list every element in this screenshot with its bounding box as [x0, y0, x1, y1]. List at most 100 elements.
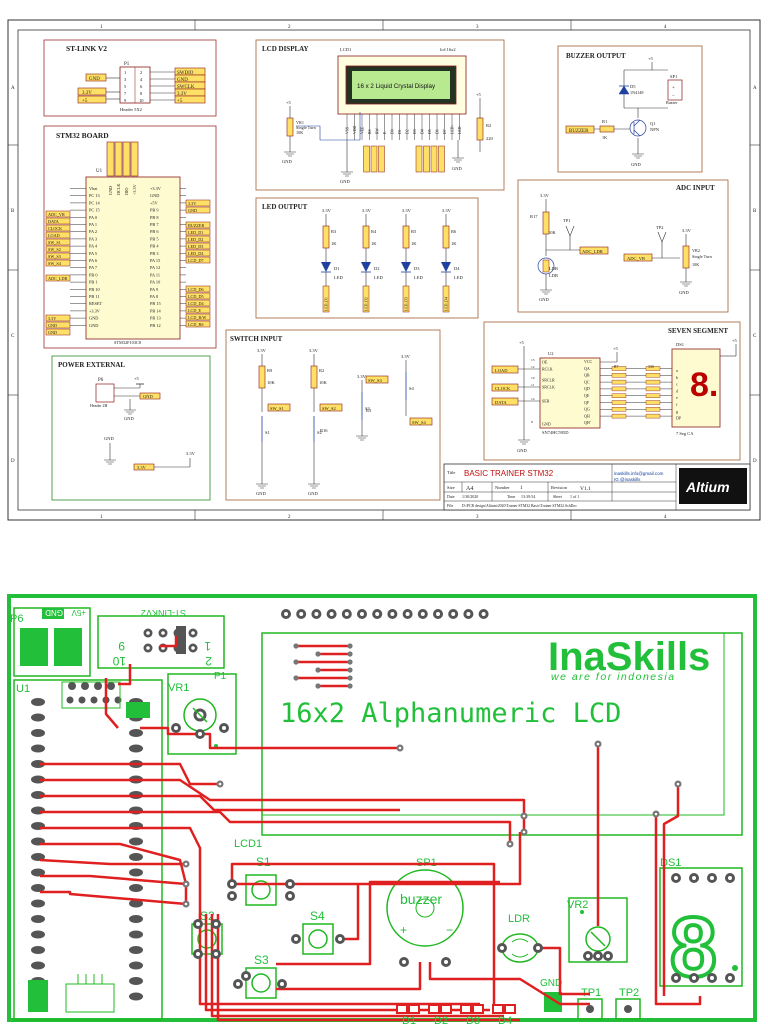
buzzer-title: BUZZER OUTPUT [566, 52, 626, 60]
power-gnd-label: GND [124, 416, 134, 421]
u1-pad-right [129, 961, 143, 970]
lcd-r2-value: 220 [486, 136, 494, 141]
adc-vr2-label: Single Turn [692, 254, 713, 259]
seven-title: SEVEN SEGMENT [668, 327, 728, 335]
power-title: POWER EXTERNAL [58, 361, 125, 369]
seven-seg-label: f [676, 402, 678, 407]
u1-pad-left [31, 915, 45, 923]
pcb-tp1: TP1 [581, 987, 601, 999]
switch-res-value: 10K [267, 380, 276, 385]
switch-s1: S1 [245, 855, 277, 906]
pcb-buzzer-plus: + [400, 923, 407, 937]
stm32-right-pin: PA 8 [150, 294, 158, 299]
stlink-pin-10: 10 [139, 98, 144, 103]
switch-supply: 3.3V [401, 354, 411, 359]
lcd-pin: VSS [346, 127, 350, 134]
pcb-vr2: VR2 [567, 899, 588, 911]
col-1-top: 1 [100, 25, 103, 30]
seven-net-load: LOAD [495, 368, 508, 373]
stm32-right-net: LCD_D6 [188, 287, 204, 292]
stm32-right-pin: GND [150, 193, 159, 198]
stm32-left-pin: GND [89, 323, 98, 328]
tb-size-label: Size [447, 485, 455, 490]
u1-pad-right [129, 853, 143, 861]
seven-segment-display [671, 348, 721, 428]
pcb-led-label: D3 [466, 1015, 480, 1024]
stm32-right-pin: PB 13 [150, 316, 161, 321]
stm32-right-net: LED_D4 [188, 251, 204, 256]
row-markers: A B C D A B C D [8, 86, 760, 464]
adc-vr2-value: 10K [692, 262, 699, 267]
led-part: LED [414, 275, 423, 280]
seven-digit-glyph: 8. [690, 366, 718, 404]
tb-contact-email: inaskills.info@gmail.com [614, 471, 664, 476]
led-res-value: 1K [411, 241, 417, 246]
p6-pad-5v [54, 628, 82, 666]
seven-supply2: +5 [613, 346, 619, 351]
pcb-led-label: D2 [434, 1015, 448, 1024]
u1-pad-left [31, 713, 45, 722]
lcd-pin: LED- [458, 125, 462, 134]
shift-register-right-pin: QF [584, 400, 590, 405]
stm32-left-net: ADC_LDR [48, 276, 68, 281]
col-1-bottom: 1 [100, 515, 103, 520]
led-part: LED [454, 275, 463, 280]
via [347, 683, 353, 689]
buzzer-net: BUZZER [569, 129, 589, 134]
led-diode: D1 [334, 266, 340, 271]
shift-register-pin-num: 14 [531, 397, 535, 401]
lcd-pin: D5 [428, 129, 432, 134]
adc-r17-value: 10K [548, 230, 557, 235]
lcd-vr1: VR1 [296, 120, 304, 125]
tb-altium-logo: Altium [685, 479, 730, 495]
shift-register-right-pin: QD [584, 386, 590, 391]
stm32-right-net: BUZZER [188, 223, 204, 228]
stlink-pin-4: 4 [140, 77, 143, 82]
buzzer-supply: +5 [648, 56, 654, 61]
u1-pad-left [31, 729, 45, 737]
via [347, 667, 353, 673]
led-supply: 3.3V [442, 208, 452, 213]
switch-title: SWITCH INPUT [230, 335, 283, 343]
pcb-ds1: DS1 [660, 857, 681, 869]
lcd-vr1-label: Single Turn [296, 125, 317, 130]
adc-supply2: 3.3V [682, 228, 692, 233]
stm32-right-pin: PB 5 [150, 236, 158, 241]
stm32-left-net: SW_S3 [48, 254, 61, 259]
stm32-chip [85, 176, 181, 340]
switch-net: SW_S1 [270, 406, 284, 411]
buzzer-r1-value: 1K [602, 135, 607, 140]
switch-res-value: 10K [319, 380, 328, 385]
column-markers: 1 2 3 4 1 2 3 4 [100, 20, 667, 520]
shift-register-right-pin: QH [584, 413, 590, 418]
adc-ldr2: LDR [549, 273, 558, 278]
stm32-left-pin: PC 14 [89, 200, 100, 205]
shift-register-left-pin: GND [542, 422, 551, 427]
pcb-layout: InaSkills we are for indonesia 16x2 Alph… [0, 584, 768, 1024]
stm32-right-pin: PB 12 [150, 323, 161, 328]
lcd-vr1-value: 10K [296, 130, 303, 135]
seven-display-part: 7 Seg CA [676, 431, 694, 436]
stm32-left-pin: PA 2 [89, 229, 97, 234]
led-supply: 3.3V [322, 208, 332, 213]
power-footer: Header 2H [90, 403, 108, 408]
lcd-gnd3: GND [452, 166, 462, 171]
pcb-5v: +5V [71, 608, 86, 617]
stm32-title: STM32 BOARD [56, 131, 109, 140]
pcb-pin2: 2 [205, 654, 212, 668]
switch-resistor: R16 [320, 428, 328, 433]
pcb-s3: S3 [254, 953, 269, 967]
tb-time: 13:39:54 [521, 494, 535, 499]
col-2-top: 2 [288, 25, 291, 30]
stm32-right-net: LCD_D4 [188, 301, 204, 306]
stlink-pin-3: 3 [124, 77, 127, 82]
shift-register-pin-num: 13 [531, 358, 535, 362]
seven-ic-part: SN74HC595D [542, 430, 569, 435]
via [315, 683, 321, 689]
p6-pad-gnd [20, 628, 48, 666]
shift-register-left-pin: SRCLR [542, 378, 555, 383]
stlink-net-swclk: SWCLK [177, 85, 195, 90]
u1-pad-right [129, 977, 143, 985]
switch-resistor: R9 [267, 368, 273, 373]
pcb-pin10: 10 [112, 654, 126, 668]
